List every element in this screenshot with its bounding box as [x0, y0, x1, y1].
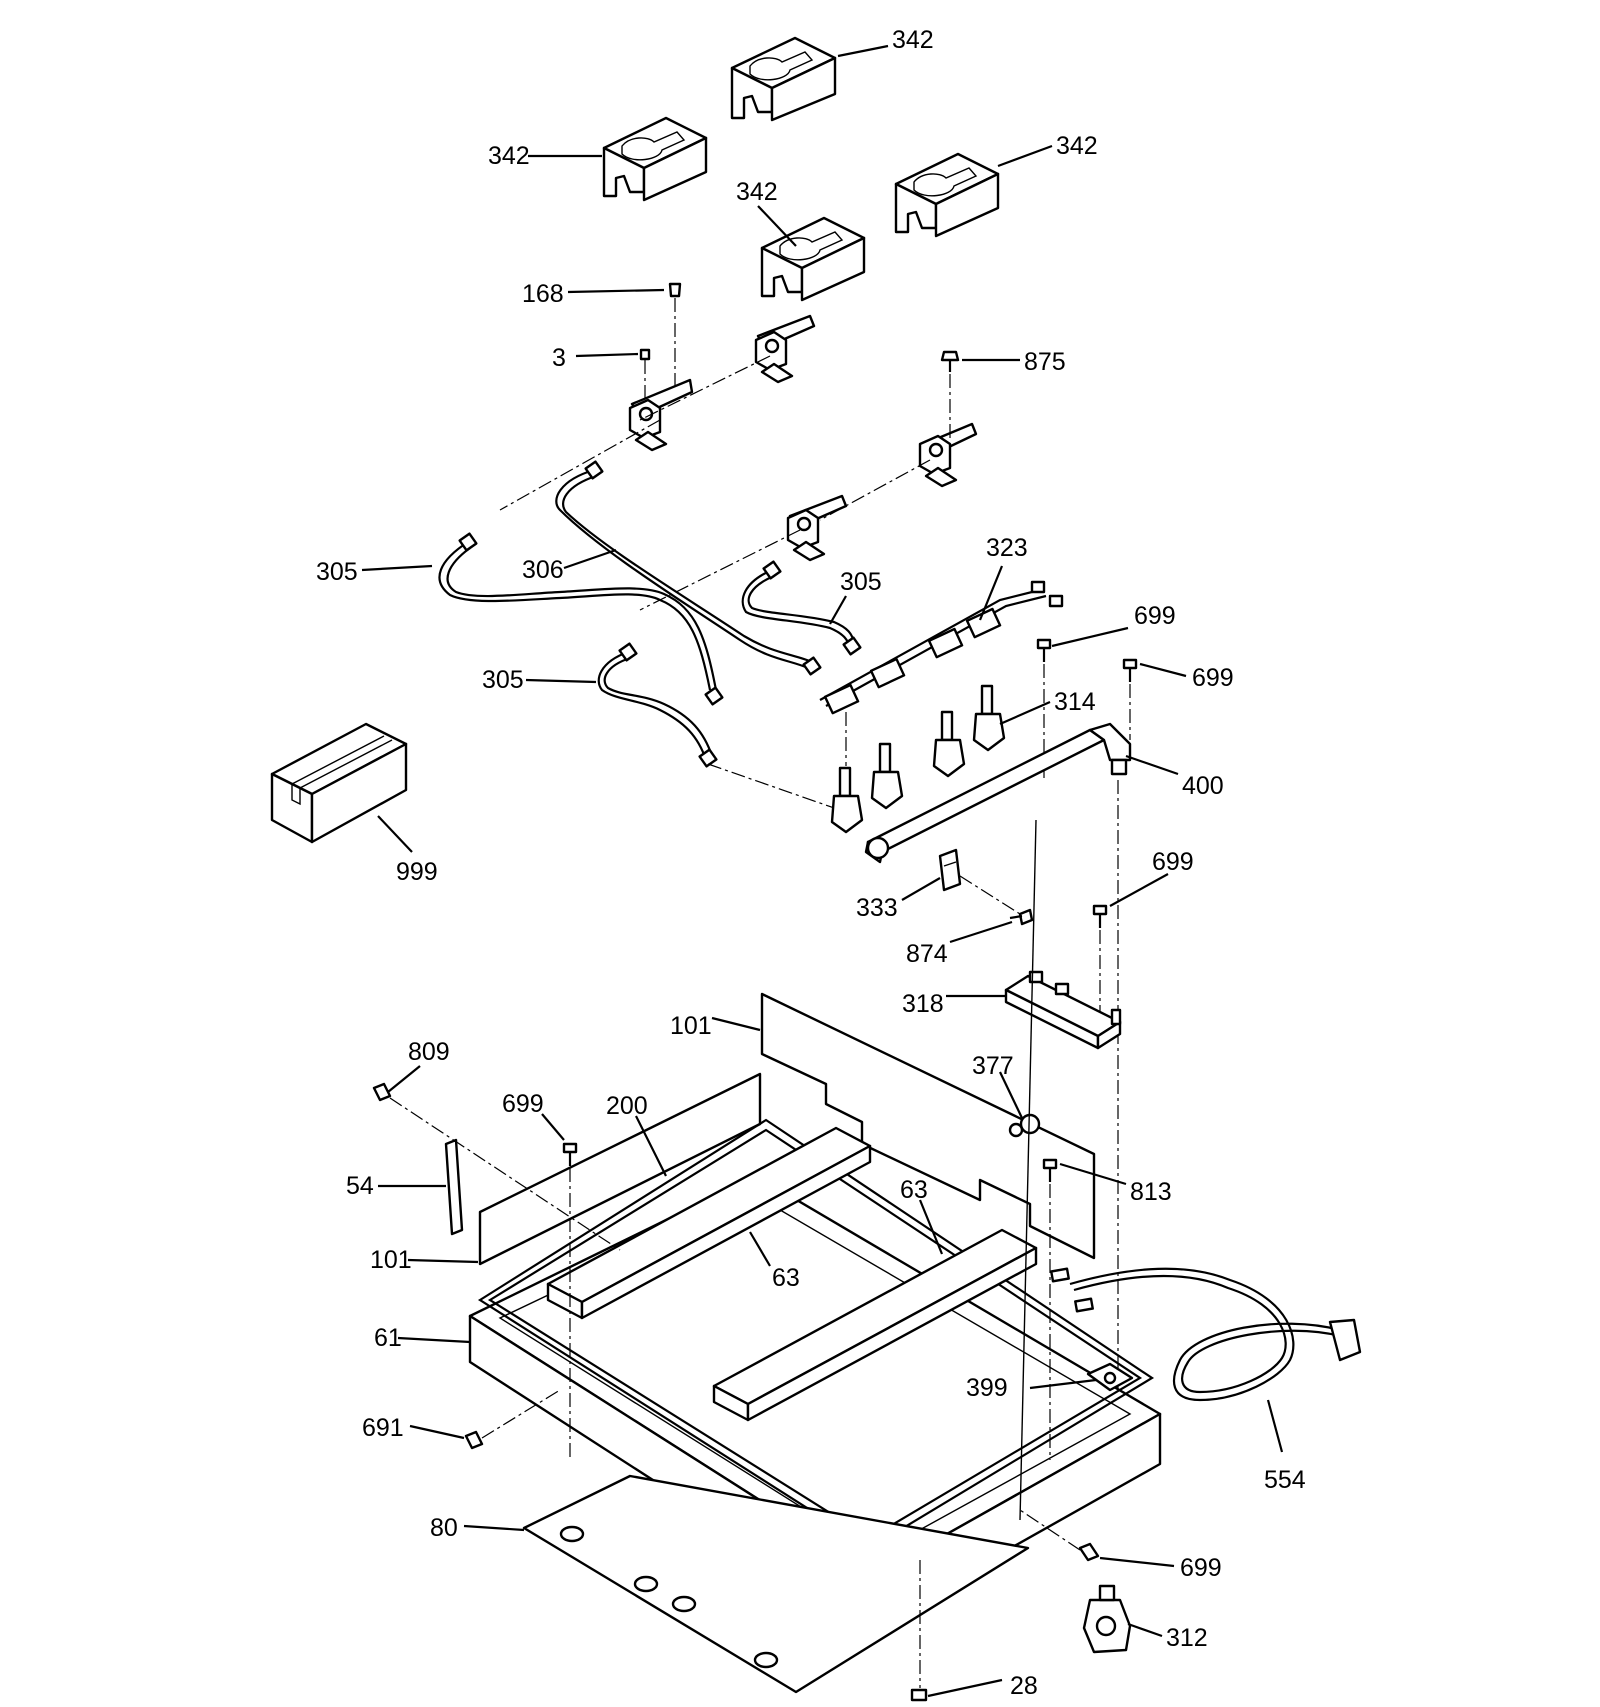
bracket-54 [444, 1138, 464, 1236]
part-label-61: 61 [374, 1324, 402, 1352]
gas-tube-305-lower [597, 642, 718, 768]
part-label-399: 399 [966, 1374, 1008, 1402]
part-label-809: 809 [408, 1038, 450, 1066]
part-label-875: 875 [1024, 348, 1066, 376]
part-label-342: 342 [892, 26, 934, 54]
valve-314-3 [932, 710, 966, 778]
gas-tube-306 [555, 460, 822, 676]
part-label-318: 318 [902, 990, 944, 1018]
foot-28 [910, 1688, 928, 1702]
part-label-691: 691 [362, 1414, 404, 1442]
part-label-699: 699 [1152, 848, 1194, 876]
gas-tube-305-right [741, 560, 862, 656]
spark-module-318 [1004, 970, 1122, 1050]
heat-shield-101-upper [760, 992, 1096, 1260]
part-label-306: 306 [522, 556, 564, 584]
screw-699-e [1078, 1542, 1100, 1562]
part-label-312: 312 [1166, 1624, 1208, 1652]
part-label-200: 200 [606, 1092, 648, 1120]
manifold-400 [864, 722, 1132, 864]
screw-691 [464, 1430, 484, 1450]
screw-699-d [562, 1142, 578, 1166]
regulator-312 [1082, 1584, 1132, 1654]
valve-314-2 [870, 742, 904, 810]
part-label-699: 699 [1192, 664, 1234, 692]
part-label-342: 342 [736, 178, 778, 206]
part-label-377: 377 [972, 1052, 1014, 1080]
part-label-63: 63 [900, 1176, 928, 1204]
part-label-874: 874 [906, 940, 948, 968]
screw-874 [1009, 908, 1034, 926]
rail-63-back [712, 1228, 1038, 1422]
part-label-28: 28 [1010, 1672, 1038, 1700]
gasket-200 [477, 1118, 1155, 1550]
part-label-101: 101 [670, 1012, 712, 1040]
burner-head-upper [754, 314, 816, 384]
screw-699-b [1122, 658, 1138, 682]
part-label-63: 63 [772, 1264, 800, 1292]
part-label-3: 3 [552, 344, 566, 372]
grommet-377 [1008, 1113, 1041, 1138]
valve-314-4 [972, 684, 1006, 752]
orifice-168 [668, 282, 682, 298]
part-label-333: 333 [856, 894, 898, 922]
grate-support-342-right [894, 152, 1000, 238]
part-label-54: 54 [346, 1172, 374, 1200]
grate-support-342-top [730, 36, 837, 122]
rail-63-front [546, 1126, 872, 1320]
part-label-305: 305 [840, 568, 882, 596]
part-label-168: 168 [522, 280, 564, 308]
gas-tube-305-upper [438, 532, 724, 706]
screw-809 [372, 1082, 392, 1102]
grate-support-342-left [602, 116, 708, 202]
part-label-699: 699 [1134, 602, 1176, 630]
literature-box-999 [270, 722, 408, 844]
part-label-305: 305 [482, 666, 524, 694]
leader-lines [361, 44, 1284, 1698]
burner-head-right [918, 422, 978, 488]
part-label-101: 101 [370, 1246, 412, 1274]
bracket-399 [1086, 1362, 1134, 1392]
part-label-80: 80 [430, 1514, 458, 1542]
burner-head-center [786, 494, 848, 562]
part-label-699: 699 [1180, 1554, 1222, 1582]
part-label-342: 342 [1056, 132, 1098, 160]
power-cord-554 [1050, 1267, 1362, 1402]
part-label-314: 314 [1054, 688, 1096, 716]
part-label-999: 999 [396, 858, 438, 886]
part-label-554: 554 [1264, 1466, 1306, 1494]
part-label-813: 813 [1130, 1178, 1172, 1206]
screw-699-c [1092, 904, 1108, 928]
screw-875 [940, 350, 960, 372]
screw-813 [1042, 1158, 1058, 1182]
screw-3 [639, 348, 651, 361]
part-labels: 342 342 342 342 168 3 875 305 306 305 32… [316, 26, 1306, 1700]
screw-699-a [1036, 638, 1052, 662]
part-label-342: 342 [488, 142, 530, 170]
valve-314-1 [830, 766, 864, 834]
part-label-323: 323 [986, 534, 1028, 562]
ignitor-switch-harness-323 [819, 580, 1064, 715]
burner-head-left [628, 378, 694, 452]
bottom-plate-80 [522, 1474, 1030, 1694]
grate-support-342-middle [760, 216, 866, 302]
part-label-305: 305 [316, 558, 358, 586]
part-label-699: 699 [502, 1090, 544, 1118]
part-label-400: 400 [1182, 772, 1224, 800]
bracket-333 [938, 848, 962, 892]
